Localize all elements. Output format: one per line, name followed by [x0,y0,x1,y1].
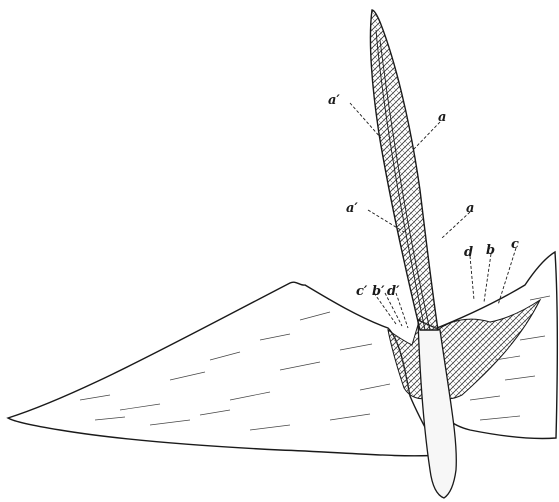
label-a-upper: a [438,110,446,125]
label-a-prime-upper: a′ [328,93,340,108]
label-d: d [464,245,473,260]
left-blade [8,282,440,456]
label-c: c [511,237,519,252]
label-d-prime: d′ [387,284,400,299]
spine [370,10,438,330]
label-c-prime: c′ [356,284,368,299]
label-b-prime: b′ [372,284,385,299]
label-a-lower: a [466,201,474,216]
label-b: b [486,243,495,258]
label-a-prime-lower: a′ [346,201,358,216]
